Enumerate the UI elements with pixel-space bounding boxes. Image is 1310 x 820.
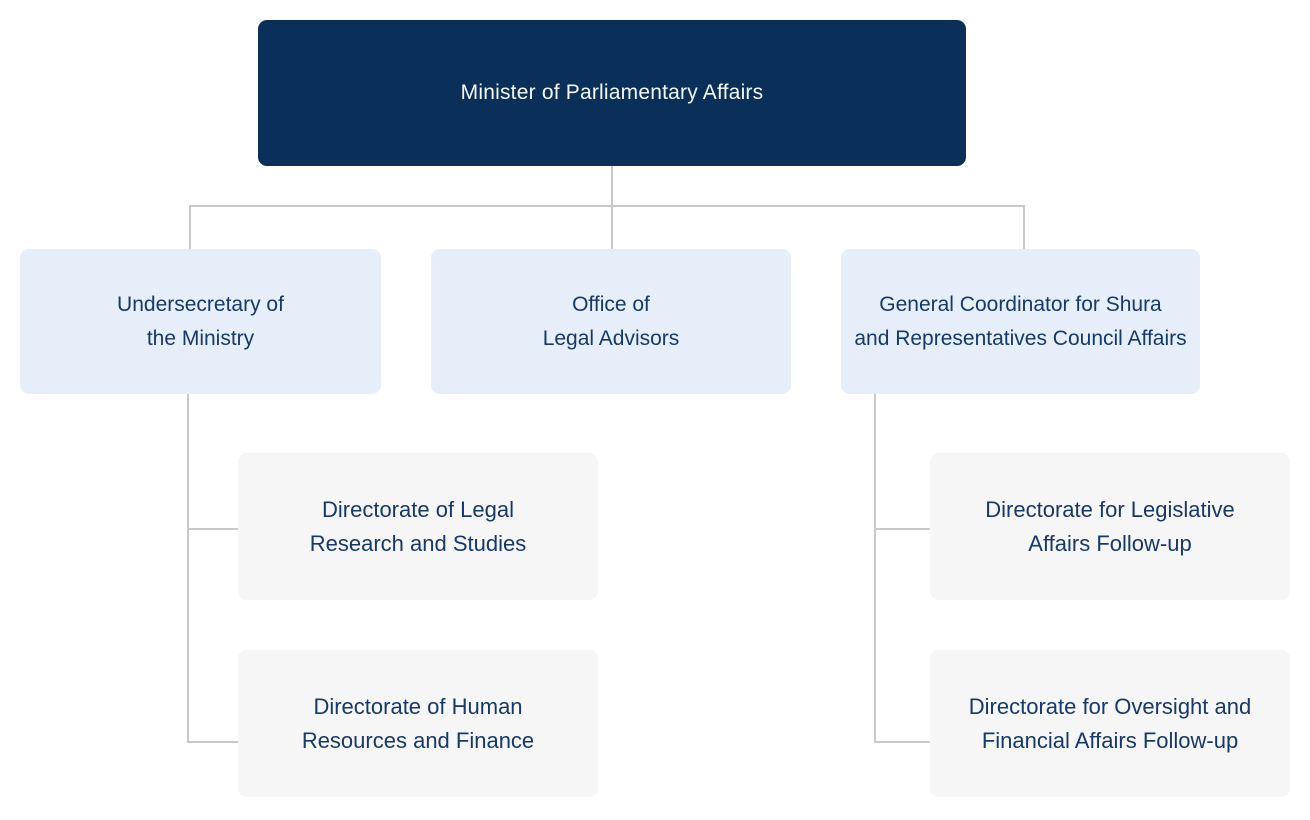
- org-node-oversight-followup-line2: Financial Affairs Follow-up: [981, 727, 1239, 753]
- org-node-legislative-followup-line1: Directorate for Legislative: [985, 496, 1235, 522]
- org-node-hr-finance: Directorate of Human Resources and Finan…: [238, 650, 598, 797]
- connector-root-stem: [611, 166, 613, 206]
- org-node-general-coordinator: General Coordinator for Shura and Repres…: [841, 249, 1200, 394]
- org-node-hr-finance-line2: Resources and Finance: [301, 727, 535, 753]
- connector-drop-legal-advisors: [611, 205, 613, 249]
- connector-level2-bar: [189, 205, 1025, 207]
- org-node-hr-finance-line1: Directorate of Human: [313, 693, 523, 719]
- connector-branch-hr-finance: [187, 741, 238, 743]
- connector-branch-legislative-followup: [874, 528, 930, 530]
- connector-branch-oversight-followup: [874, 741, 930, 743]
- connector-drop-general-coordinator: [1023, 205, 1025, 249]
- connector-undersecretary-stem: [187, 394, 189, 743]
- connector-branch-legal-research: [187, 528, 238, 530]
- org-node-legal-advisors-line2: Legal Advisors: [542, 326, 680, 350]
- org-node-legislative-followup: Directorate for Legislative Affairs Foll…: [930, 453, 1290, 600]
- org-node-undersecretary: Undersecretary of the Ministry: [20, 249, 381, 394]
- org-node-legal-research-line1: Directorate of Legal: [322, 496, 514, 522]
- org-node-minister-label: Minister of Parliamentary Affairs: [460, 81, 764, 104]
- org-node-minister: Minister of Parliamentary Affairs: [258, 20, 966, 166]
- connector-drop-undersecretary: [189, 205, 191, 249]
- org-node-oversight-followup-line1: Directorate for Oversight and: [968, 693, 1252, 719]
- org-node-general-coordinator-line1: General Coordinator for Shura: [879, 292, 1162, 316]
- org-node-undersecretary-line1: Undersecretary of: [117, 292, 284, 316]
- org-node-legislative-followup-line2: Affairs Follow-up: [1028, 530, 1192, 556]
- org-node-oversight-followup: Directorate for Oversight and Financial …: [930, 650, 1290, 797]
- org-node-legal-research-line2: Research and Studies: [309, 530, 527, 556]
- org-node-undersecretary-line2: the Ministry: [146, 326, 255, 350]
- connector-coordinator-stem: [874, 394, 876, 743]
- org-node-legal-advisors-line1: Office of: [572, 292, 650, 316]
- org-node-legal-advisors: Office of Legal Advisors: [431, 249, 791, 394]
- org-node-legal-research: Directorate of Legal Research and Studie…: [238, 453, 598, 600]
- org-node-general-coordinator-line2: and Representatives Council Affairs: [854, 326, 1187, 350]
